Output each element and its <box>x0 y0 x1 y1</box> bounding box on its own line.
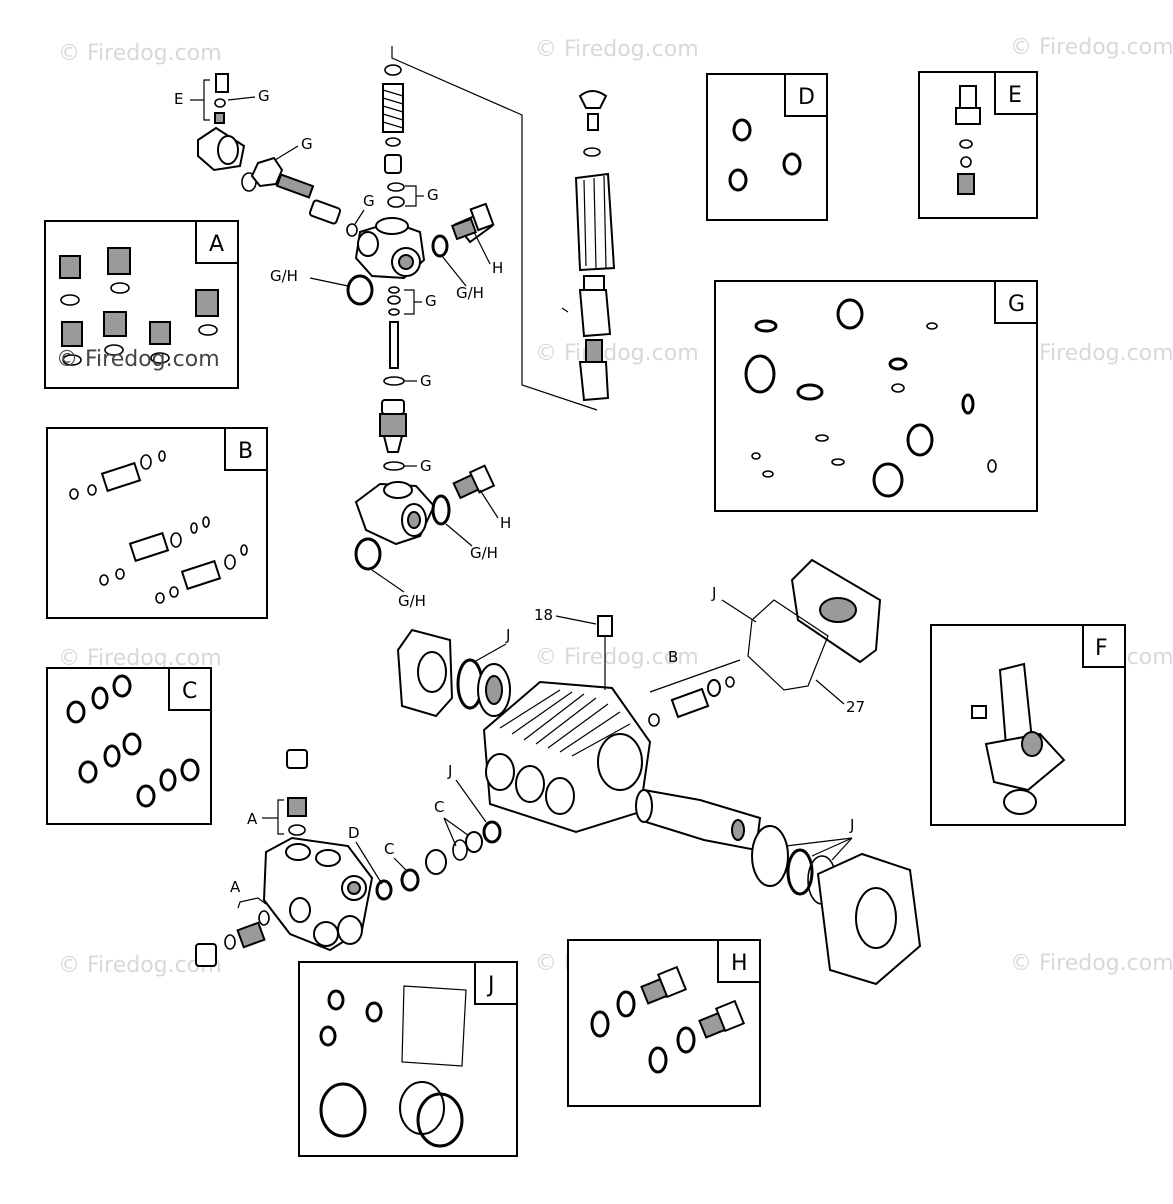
kit-box-h: H <box>567 939 761 1107</box>
kit-label-h: H <box>731 951 748 976</box>
kit-box-a: A © Firedog.com <box>44 220 239 389</box>
kit-label-f: F <box>1095 636 1108 661</box>
watermark: © Firedog.com <box>1010 951 1173 976</box>
callout-gh: G/H <box>456 284 484 302</box>
kit-box-e: E <box>918 71 1038 219</box>
callout-j: J <box>505 626 510 644</box>
callout-b: B <box>668 648 678 666</box>
watermark: © Firedog.com <box>535 341 699 366</box>
callout-gh: G/H <box>470 544 498 562</box>
kit-label-e: E <box>1008 83 1022 108</box>
callout-18: 18 <box>534 606 553 624</box>
callout-g: G <box>427 186 439 204</box>
callout-27: 27 <box>846 698 865 716</box>
callout-h: H <box>500 514 511 532</box>
kit-box-f: F <box>930 624 1126 826</box>
callout-g: G <box>425 292 437 310</box>
watermark: © Firedog.com <box>535 37 699 62</box>
kit-label-d: D <box>798 85 815 110</box>
kit-label-b: B <box>238 439 253 464</box>
watermark: © Firedog.com <box>56 347 220 372</box>
kit-box-b: B <box>46 427 268 619</box>
pump-assembly: J 18 J 27 B <box>195 558 922 986</box>
watermark: © Firedog.com <box>58 953 222 978</box>
callout-a: A <box>247 810 258 828</box>
pressure-valve-column <box>561 90 616 402</box>
callout-a: A <box>230 878 241 896</box>
watermark: © Firedog.com <box>535 645 699 670</box>
kit-label-g: G <box>1008 292 1025 317</box>
callout-g: G <box>301 135 313 153</box>
callout-c: C <box>434 798 444 816</box>
kit-label-c: C <box>182 679 197 704</box>
kit-label-a: A <box>209 232 224 257</box>
callout-j: J <box>447 762 452 780</box>
kit-box-g: G <box>714 280 1038 512</box>
callout-g: G <box>258 87 270 105</box>
callout-gh: G/H <box>270 267 298 285</box>
callout-j: J <box>711 584 716 602</box>
watermark: © Firedog.com <box>1010 35 1173 60</box>
callout-g: G <box>420 457 432 475</box>
unloader-assembly: G G G E G H G/H <box>174 46 598 610</box>
watermark: © Firedog.com <box>58 41 222 66</box>
callout-j: J <box>849 816 854 834</box>
kit-box-d: D <box>706 73 828 221</box>
kit-label-j: J <box>486 973 495 998</box>
callout-g: G <box>363 192 375 210</box>
kit-box-j: J <box>298 961 518 1157</box>
callout-g: G <box>420 372 432 390</box>
callout-e: E <box>174 90 183 108</box>
callout-h: H <box>492 259 503 277</box>
callout-c: C <box>384 840 394 858</box>
callout-d: D <box>348 824 360 842</box>
watermark: © Firedog.com <box>58 646 222 671</box>
callout-gh: G/H <box>398 592 426 610</box>
kit-box-c: C <box>46 667 212 825</box>
